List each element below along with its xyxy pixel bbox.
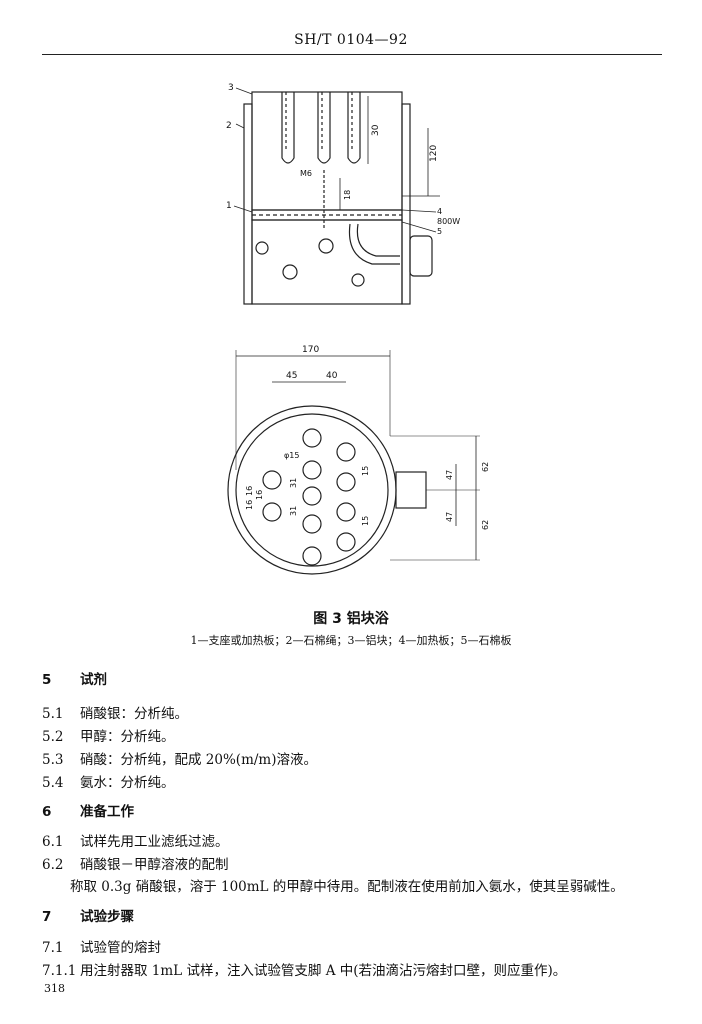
clause-text: 试验步骤 — [80, 909, 134, 925]
dim-18: 18 — [343, 190, 352, 200]
clause-line: 7.1 试验管的熔封 — [42, 936, 161, 956]
elevation-view — [233, 87, 440, 305]
power-label: 800W — [437, 217, 460, 226]
page-number: 318 — [44, 982, 65, 995]
clause-number: 5 — [42, 672, 52, 688]
dim-120: 120 — [429, 145, 439, 162]
switch-knob — [409, 235, 433, 277]
clause-text: 甲醇：分析纯。 — [80, 729, 175, 745]
callout-2: 2 — [226, 121, 232, 131]
dim-15-a: 15 — [361, 466, 370, 476]
section-heading: 7 试验步骤 — [42, 905, 134, 925]
callout-4: 4 — [437, 207, 442, 216]
dim-62-a: 62 — [481, 462, 490, 472]
clause-line: 5.1 硝酸银：分析纯。 — [42, 702, 188, 722]
dim-16-c: 16 — [255, 490, 264, 500]
clause-line: 6.2 硝酸银－甲醇溶液的配制 — [42, 853, 229, 873]
clause-text: 试样先用工业滤纸过滤。 — [80, 834, 229, 850]
clause-text: 硝酸：分析纯，配成 20%(m/m)溶液。 — [80, 752, 317, 768]
clause-number: 5.3 — [42, 752, 64, 768]
inner-ring — [235, 413, 389, 567]
clause-number: 6.2 — [42, 857, 64, 873]
clause-text: 试剂 — [80, 672, 107, 688]
dim-m6: M6 — [300, 169, 312, 178]
callout-1: 1 — [226, 201, 232, 211]
clause-number: 6 — [42, 804, 52, 820]
base-housing — [251, 219, 403, 305]
tube-1 — [281, 92, 295, 164]
clause-text: 试验管的熔封 — [80, 940, 161, 956]
clause-text: 硝酸银：分析纯。 — [80, 706, 188, 722]
section-heading: 6 准备工作 — [42, 800, 134, 820]
tube-2 — [317, 92, 331, 164]
callout-5: 5 — [437, 227, 442, 236]
header-rule — [42, 54, 662, 55]
dim-15-b: 15 — [361, 516, 370, 526]
clause-text: 用注射器取 1mL 试样，注入试验管支脚 A 中(若油滴沾污熔封口壁，则应重作)… — [80, 963, 567, 979]
clause-line: 5.3 硝酸：分析纯，配成 20%(m/m)溶液。 — [42, 748, 317, 768]
clause-number: 7.1.1 — [42, 963, 77, 979]
dim-16-b: 16 — [245, 500, 254, 510]
dim-170: 170 — [302, 345, 319, 355]
clause-text: 硝酸银－甲醇溶液的配制 — [80, 857, 229, 873]
clause-number: 7 — [42, 909, 52, 925]
dim-31-b: 31 — [289, 506, 298, 516]
figure-caption: 图 3 铝块浴 — [313, 611, 389, 627]
dim-62-b: 62 — [481, 520, 490, 530]
side-box — [395, 471, 427, 509]
dim-45: 45 — [286, 371, 297, 381]
standard-code-header: SH/T 0104—92 — [294, 32, 408, 48]
clause-line: 5.2 甲醇：分析纯。 — [42, 725, 175, 745]
plan-view — [227, 350, 480, 575]
dim-40: 40 — [326, 371, 338, 381]
dim-phi15: φ15 — [284, 451, 299, 460]
figure-legend: 1—支座或加热板；2—石棉绳；3—铝块；4—加热板；5—石棉板 — [190, 634, 512, 647]
clause-line: 称取 0.3g 硝酸银，溶于 100mL 的甲醇中待用。配制液在使用前加入氨水，… — [70, 875, 624, 895]
callout-3: 3 — [228, 83, 234, 93]
asbestos-rope-right — [401, 103, 411, 305]
clause-number: 5.2 — [42, 729, 64, 745]
clause-text: 氨水：分析纯。 — [80, 775, 175, 791]
dim-47-a: 47 — [445, 470, 454, 480]
tube-3 — [347, 92, 361, 164]
clause-number: 7.1 — [42, 940, 64, 956]
clause-number: 5.4 — [42, 775, 64, 791]
dim-30: 30 — [371, 124, 381, 136]
cable — [348, 223, 400, 265]
figure-3-drawing: 3 2 1 4 800W 5 30 120 M6 18 170 45 40 φ1… — [226, 83, 490, 575]
aluminum-block — [251, 91, 403, 211]
clause-line: 6.1 试样先用工业滤纸过滤。 — [42, 830, 229, 850]
clause-line: 5.4 氨水：分析纯。 — [42, 771, 175, 791]
dim-31-a: 31 — [289, 478, 298, 488]
section-heading: 5 试剂 — [42, 668, 107, 688]
clause-number: 6.1 — [42, 834, 64, 850]
clause-text: 称取 0.3g 硝酸银，溶于 100mL 的甲醇中待用。配制液在使用前加入氨水，… — [70, 879, 624, 895]
dim-47-b: 47 — [445, 512, 454, 522]
asbestos-rope-left — [243, 103, 253, 305]
clause-number: 5.1 — [42, 706, 64, 722]
dim-16-a: 16 — [245, 486, 254, 496]
clause-text: 准备工作 — [80, 804, 134, 820]
